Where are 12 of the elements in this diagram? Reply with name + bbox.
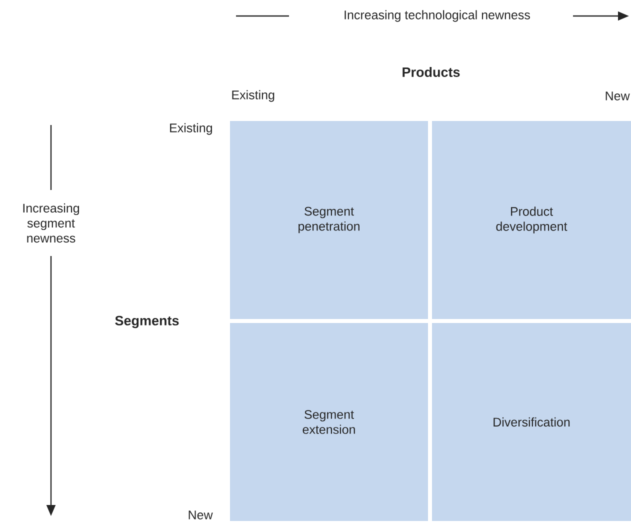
quadrant-cell: Diversification: [432, 323, 631, 521]
axis-end-label: New: [188, 510, 213, 520]
quadrant-cell: Segment penetration: [230, 121, 428, 319]
axis-end-label: Existing: [232, 90, 274, 102]
axis-end-label: Existing: [170, 123, 212, 135]
quadrant-cell: Segment extension: [230, 323, 428, 521]
quadrant-cell: Product development: [432, 121, 631, 319]
axis-title: Increasing segment newness: [23, 203, 80, 243]
axis-end-label: New: [606, 92, 630, 100]
axis-heading: Products: [402, 67, 460, 77]
axis-heading: Segments: [115, 316, 179, 328]
axis-title: Increasing technological newness: [344, 10, 530, 22]
